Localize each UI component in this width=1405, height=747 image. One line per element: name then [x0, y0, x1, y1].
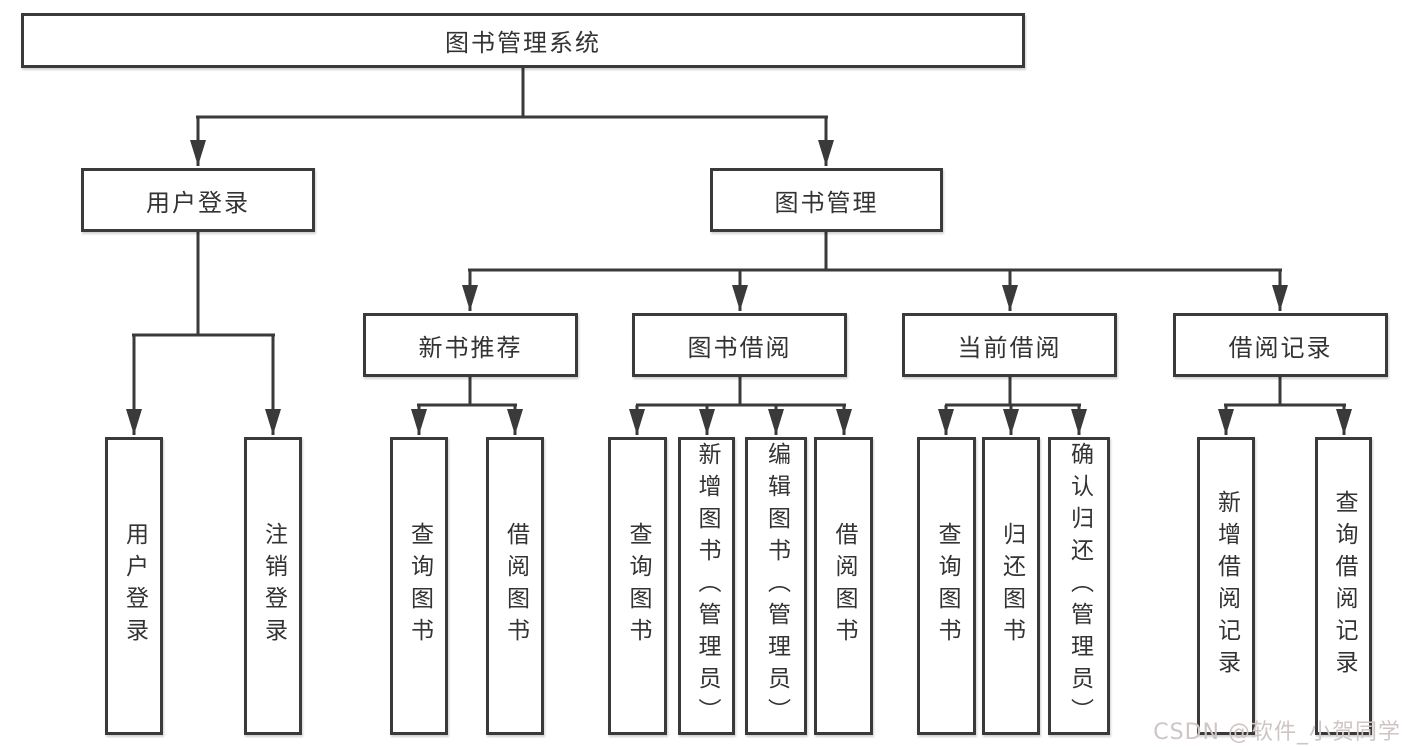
leaf-query-books-1-label: 查询图书	[406, 522, 433, 650]
node-borrowing-records: 借阅记录	[1173, 313, 1388, 377]
leaf-add-books-admin: 新增图书（管理员）	[678, 437, 735, 735]
leaf-edit-books-admin-label: 编辑图书（管理员）	[763, 442, 790, 730]
node-book-borrowing: 图书借阅	[632, 313, 847, 377]
leaf-confirm-return-admin-label: 确认归还（管理员）	[1066, 442, 1093, 730]
leaf-logout-label: 注销登录	[260, 522, 287, 650]
leaf-user-login: 用户登录	[105, 437, 163, 735]
leaf-query-borrow-record-label: 查询借阅记录	[1331, 490, 1357, 682]
leaf-add-borrow-record: 新增借阅记录	[1197, 437, 1255, 735]
node-user-login: 用户登录	[81, 168, 315, 232]
node-book-management-label: 图书管理	[774, 188, 879, 217]
leaf-return-books: 归还图书	[982, 437, 1040, 735]
leaf-add-books-admin-label: 新增图书（管理员）	[694, 442, 720, 730]
node-user-login-label: 用户登录	[146, 188, 250, 217]
leaf-query-books-3: 查询图书	[917, 437, 976, 735]
leaf-borrow-books-2-label: 借阅图书	[831, 522, 857, 650]
node-book-borrowing-label: 图书借阅	[687, 333, 792, 362]
node-borrowing-records-label: 借阅记录	[1228, 333, 1333, 362]
leaf-query-borrow-record: 查询借阅记录	[1315, 437, 1372, 735]
leaf-query-books-1: 查询图书	[390, 437, 448, 735]
leaf-add-borrow-record-label: 新增借阅记录	[1213, 490, 1240, 682]
node-current-borrowing-label: 当前借阅	[957, 333, 1062, 362]
leaf-borrow-books-1-label: 借阅图书	[502, 522, 529, 650]
csdn-watermark: CSDN @软件_小贺同学	[1153, 720, 1401, 745]
leaf-borrow-books-1: 借阅图书	[486, 437, 544, 735]
leaf-confirm-return-admin: 确认归还（管理员）	[1048, 437, 1110, 735]
leaf-user-login-label: 用户登录	[121, 522, 148, 650]
leaf-query-books-2-label: 查询图书	[625, 522, 651, 650]
leaf-borrow-books-2: 借阅图书	[814, 437, 873, 735]
node-new-book-recommend: 新书推荐	[363, 313, 578, 377]
node-root-label: 图书管理系统	[445, 29, 601, 57]
node-current-borrowing: 当前借阅	[902, 313, 1117, 377]
leaf-edit-books-admin: 编辑图书（管理员）	[745, 437, 807, 735]
leaf-logout: 注销登录	[244, 437, 302, 735]
leaf-query-books-3-label: 查询图书	[934, 522, 960, 650]
node-new-book-recommend-label: 新书推荐	[418, 333, 523, 362]
node-root: 图书管理系统	[21, 13, 1025, 68]
node-book-management: 图书管理	[710, 168, 943, 232]
leaf-return-books-label: 归还图书	[998, 522, 1025, 650]
leaf-query-books-2: 查询图书	[608, 437, 667, 735]
